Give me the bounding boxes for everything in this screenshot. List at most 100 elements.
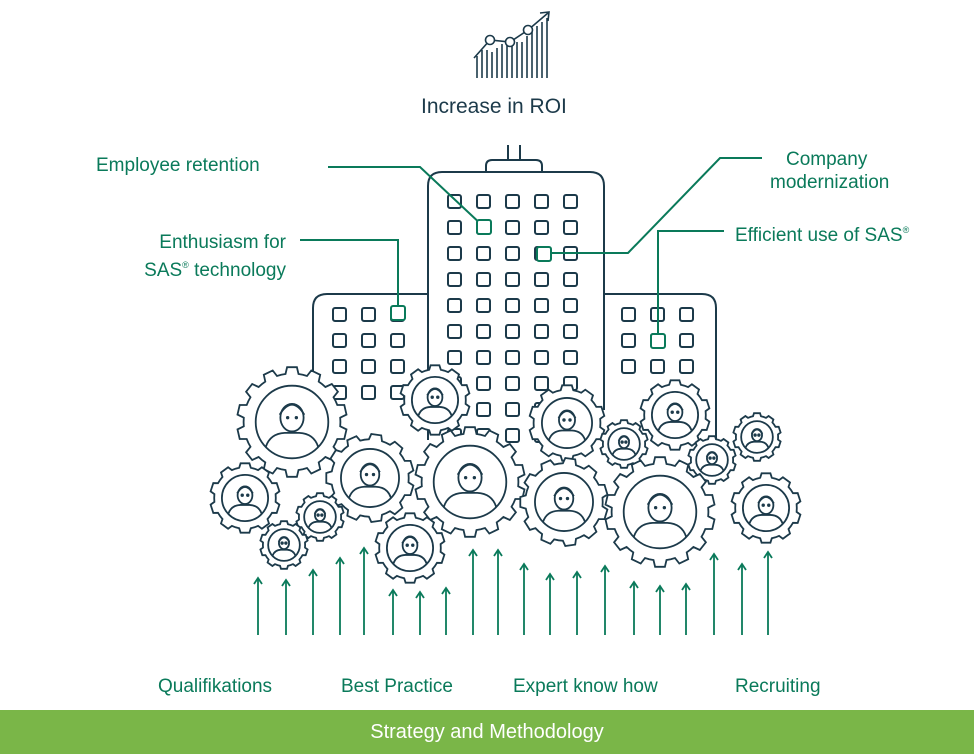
building-window	[361, 359, 376, 374]
building-window	[563, 220, 578, 235]
building-window	[621, 359, 636, 374]
person-avatar-icon	[265, 402, 319, 447]
building-window	[361, 385, 376, 400]
efficient-use-label: Efficient use of SAS®	[735, 219, 909, 247]
building-window	[563, 194, 578, 209]
building-window	[505, 350, 520, 365]
building-window	[563, 324, 578, 339]
building-window	[476, 324, 491, 339]
person-avatar-icon	[417, 387, 453, 417]
building-window	[361, 307, 376, 322]
registered-mark: ®	[182, 260, 189, 270]
up-arrow-icon	[493, 548, 503, 635]
building-window	[534, 220, 549, 235]
pillar-expert-know-how: Expert know how	[513, 676, 658, 697]
growth-arrows	[253, 546, 773, 635]
building-window	[447, 324, 462, 339]
gear-icon	[599, 419, 649, 469]
person-avatar-icon	[542, 486, 586, 523]
person-avatar-icon	[699, 451, 725, 472]
building-window	[505, 376, 520, 391]
gear-icon	[325, 433, 415, 523]
up-arrow-icon	[655, 584, 665, 635]
efficient-use-text: Efficient use of SAS	[735, 225, 903, 246]
gear-icon	[295, 492, 345, 542]
person-avatar-icon	[548, 409, 586, 441]
person-avatar-icon	[611, 435, 637, 456]
building-window	[534, 376, 549, 391]
gear-icon	[528, 384, 606, 462]
building-window	[332, 333, 347, 348]
up-arrow-icon	[681, 582, 691, 635]
gear-icon	[374, 512, 446, 584]
building-window	[476, 402, 491, 417]
building-window	[447, 298, 462, 313]
building-window	[563, 298, 578, 313]
technology-text: technology	[188, 260, 286, 281]
person-avatar-icon	[657, 402, 693, 432]
building-window	[534, 272, 549, 287]
building-window	[447, 194, 462, 209]
gear-icon	[519, 457, 609, 547]
building-window	[534, 350, 549, 365]
person-avatar-icon	[271, 536, 297, 557]
building-window	[332, 359, 347, 374]
company-modernization-line1: Company	[786, 149, 868, 170]
up-arrow-icon	[388, 588, 398, 635]
enthusiasm-label-line1: Enthusiasm for	[159, 232, 286, 253]
building-window	[447, 350, 462, 365]
building-window	[534, 298, 549, 313]
building-window	[534, 324, 549, 339]
roi-title: Increase in ROI	[421, 95, 567, 118]
building-window	[447, 220, 462, 235]
up-arrow-icon	[629, 580, 639, 635]
building-window	[679, 333, 694, 348]
pillar-recruiting: Recruiting	[735, 676, 821, 697]
gear-icon	[732, 412, 782, 462]
up-arrow-icon	[600, 564, 610, 635]
person-avatar-icon	[227, 485, 263, 515]
person-avatar-icon	[392, 535, 428, 565]
building-window	[390, 359, 405, 374]
building-window	[563, 272, 578, 287]
up-arrow-icon	[572, 570, 582, 635]
sas-text: SAS	[144, 260, 183, 281]
building-window	[390, 333, 405, 348]
gear-icon	[730, 472, 802, 544]
building-window	[621, 307, 636, 322]
pillar-qualifikations: Qualifikations	[158, 676, 273, 697]
up-arrow-icon	[359, 546, 369, 635]
enthusiasm-label-line2: SAS® technology	[100, 254, 286, 282]
office-buildings-illustration	[312, 145, 717, 443]
growth-chart-icon	[473, 11, 550, 78]
building-window	[505, 298, 520, 313]
building-window	[505, 246, 520, 261]
company-modernization-line2: modernization	[770, 172, 890, 193]
up-arrow-icon	[308, 568, 318, 635]
building-window	[505, 324, 520, 339]
company-modernization-label: Company modernization	[770, 148, 889, 194]
building-window	[505, 194, 520, 209]
up-arrow-icon	[519, 562, 529, 635]
building-window	[679, 307, 694, 322]
building-window	[505, 272, 520, 287]
building-window	[447, 272, 462, 287]
person-avatar-icon	[633, 492, 687, 537]
gear-icon	[399, 364, 471, 436]
up-arrow-icon	[709, 552, 719, 635]
person-avatar-icon	[307, 508, 333, 529]
person-avatar-icon	[443, 462, 497, 507]
gear-icon	[604, 456, 716, 568]
building-window	[447, 246, 462, 261]
building-window	[621, 333, 636, 348]
gear-icon	[414, 426, 526, 538]
up-arrow-icon	[281, 578, 291, 635]
gear-icon	[639, 379, 711, 451]
building-window	[476, 376, 491, 391]
up-arrow-icon	[468, 548, 478, 635]
up-arrow-icon	[737, 562, 747, 635]
building-window	[505, 220, 520, 235]
building-window	[476, 350, 491, 365]
employee-retention-label: Employee retention	[96, 155, 260, 176]
